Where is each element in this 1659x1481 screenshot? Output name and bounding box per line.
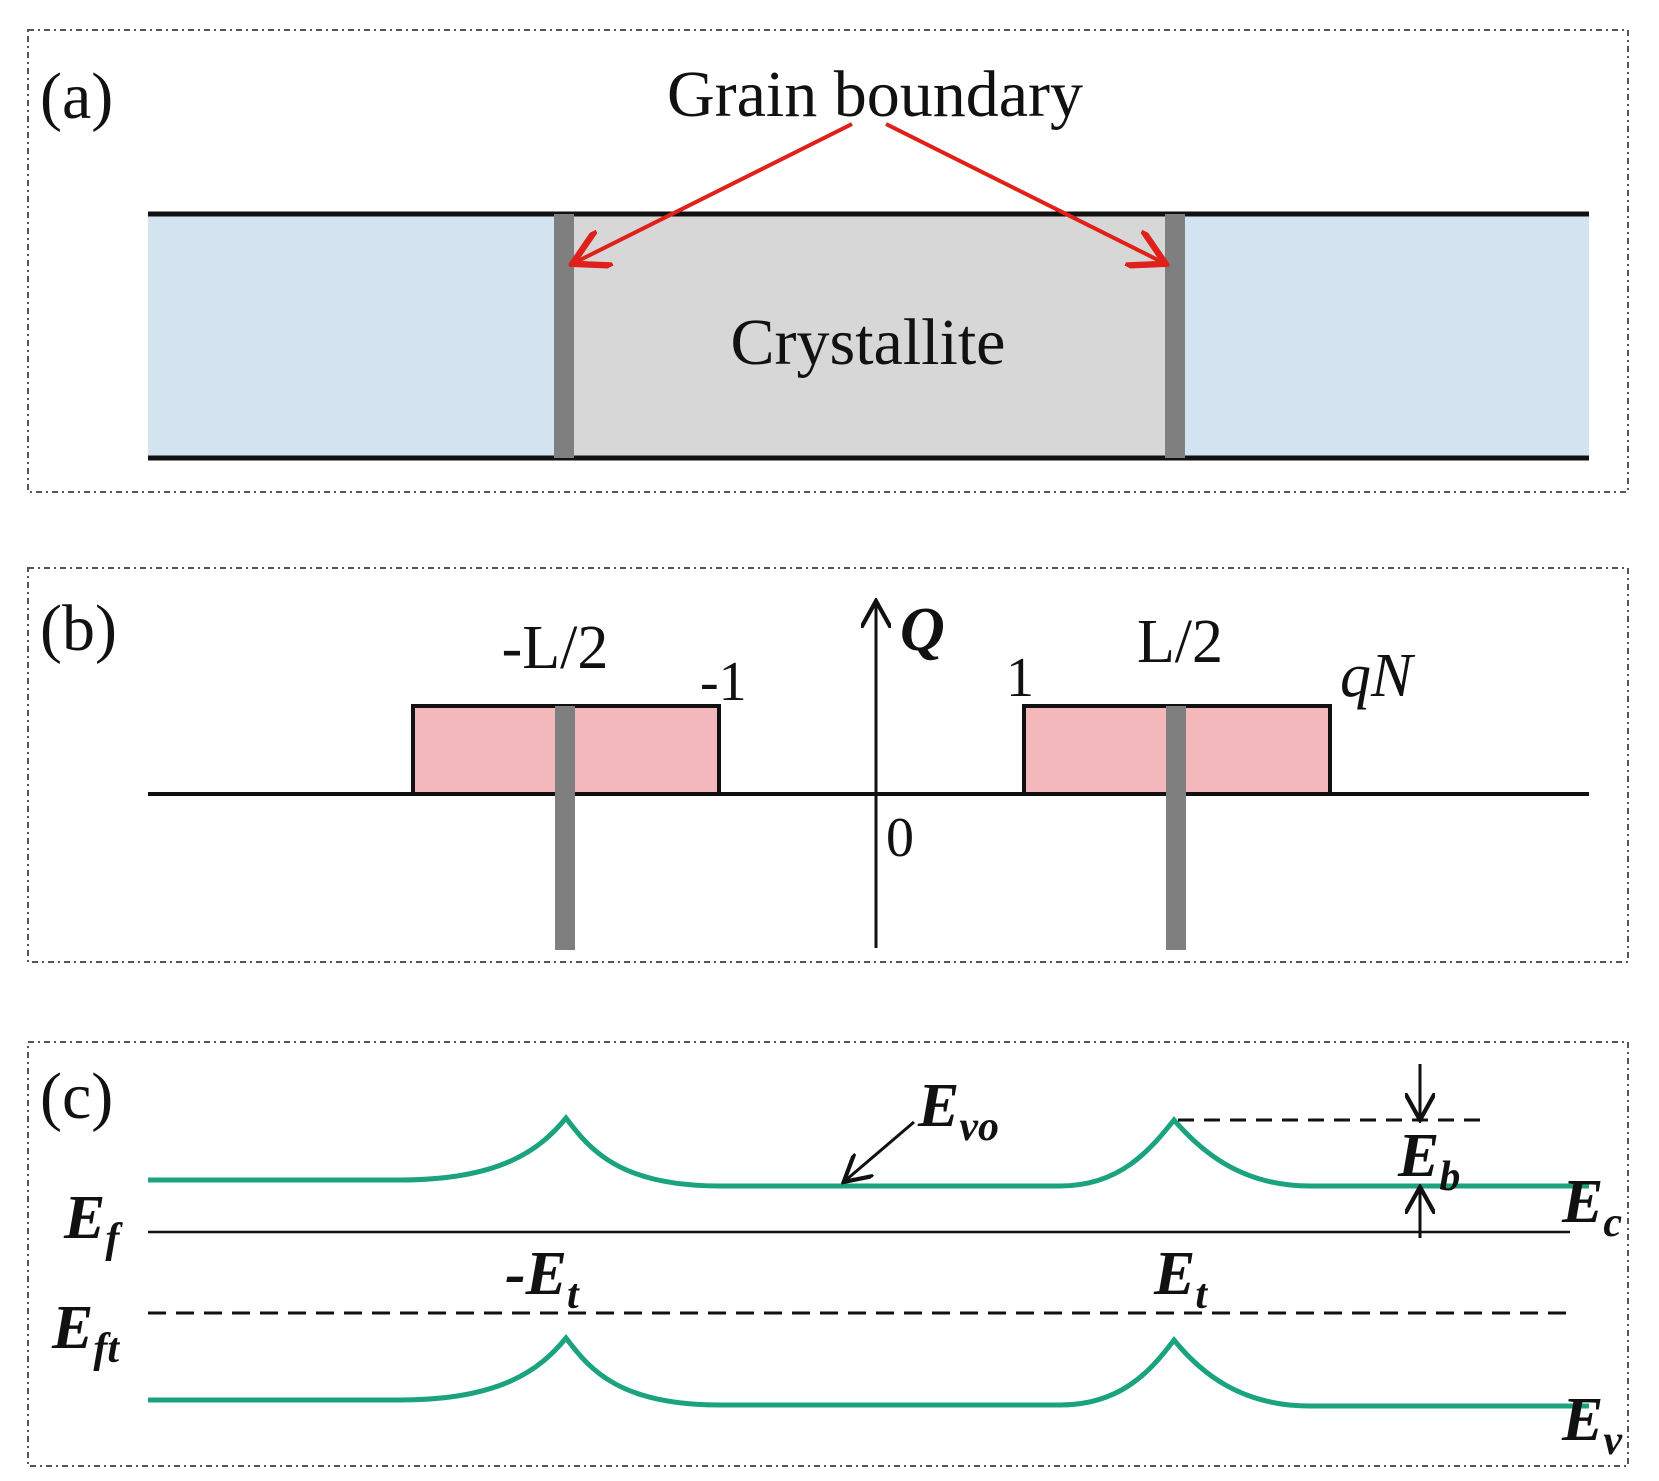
Ec-sub: c <box>1603 1200 1622 1246</box>
Eb-label: Eb <box>1397 1122 1460 1200</box>
grain-left <box>148 214 564 458</box>
grain-boundary-arrow-right <box>885 122 1162 262</box>
grain-boundary-label: Grain boundary <box>667 58 1083 131</box>
panel-a-frame <box>27 29 1629 493</box>
minus-half-L-label: -L/2 <box>502 614 609 682</box>
Evo-main: E <box>917 1072 959 1140</box>
one-label: 1 <box>1006 647 1034 709</box>
Ev-main: E <box>1561 1386 1603 1454</box>
Ev-sub: v <box>1603 1418 1623 1464</box>
Et-label: Et <box>1153 1240 1208 1318</box>
Eb-sub: b <box>1439 1154 1460 1200</box>
origin-label: 0 <box>886 807 914 869</box>
Et-main: E <box>1153 1240 1195 1308</box>
Eft-sub: ft <box>93 1326 120 1372</box>
panel-c-frame <box>27 1041 1629 1467</box>
grain-right <box>1174 214 1589 458</box>
Et-sub: t <box>1195 1272 1208 1318</box>
crystallite-label: Crystallite <box>731 306 1006 379</box>
Eb-main: E <box>1397 1122 1439 1190</box>
conduction-band-curve <box>148 1113 1589 1189</box>
minus-Et-main: -E <box>505 1240 567 1308</box>
Ec-main: E <box>1561 1168 1603 1236</box>
grain-boundary-left-bar <box>554 214 574 458</box>
minus-one-label: -1 <box>700 651 747 713</box>
panel-b-frame <box>27 567 1629 963</box>
q-axis-label: Q <box>900 596 945 664</box>
Evo-label: Evo <box>917 1072 999 1150</box>
boundary-marker-left <box>555 706 575 950</box>
panel-b-tag: (b) <box>40 592 117 665</box>
grain-boundary-arrow-left <box>576 122 853 262</box>
Eft-label: Eft <box>51 1294 120 1372</box>
panel-a: (a) Grain boundary Crystallite <box>27 29 1629 493</box>
boundary-marker-right <box>1166 706 1186 950</box>
crystallite-region <box>564 214 1174 458</box>
Eft-main: E <box>51 1294 93 1362</box>
panel-b: (b) Q -L/2 L/2 -1 1 qN 0 <box>27 567 1629 963</box>
half-L-label: L/2 <box>1137 608 1223 676</box>
Evo-sub: vo <box>959 1104 999 1150</box>
Ef-main: E <box>63 1184 105 1252</box>
minus-Et-label: -Et <box>505 1240 580 1318</box>
Ec-label: Ec <box>1561 1168 1622 1246</box>
Ef-sub: f <box>105 1216 123 1262</box>
panel-c-tag: (c) <box>40 1060 113 1133</box>
grain-boundary-right-bar <box>1165 214 1185 458</box>
qN-label: qN <box>1340 642 1416 710</box>
panel-c: (c) Evo Eb Ec Ef -Et Et Eft Ev <box>27 1041 1629 1467</box>
minus-Et-sub: t <box>567 1272 580 1318</box>
panel-a-tag: (a) <box>40 60 113 133</box>
Ev-label: Ev <box>1561 1386 1623 1464</box>
Evo-arrow <box>846 1120 915 1180</box>
Ef-label: Ef <box>63 1184 123 1262</box>
valence-band-curve <box>148 1333 1589 1409</box>
